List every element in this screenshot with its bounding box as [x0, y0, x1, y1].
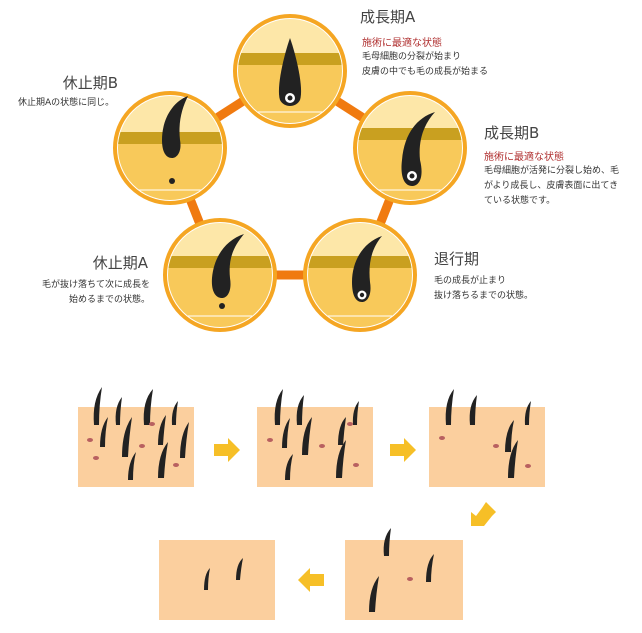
arrow-right-icon — [214, 438, 240, 462]
stage-circle-growth-b — [353, 91, 467, 205]
density-panel-4 — [345, 528, 463, 620]
stage-circle-rest-a — [163, 218, 277, 332]
hair-strand — [352, 236, 382, 302]
stage-desc-rest-a: 毛が抜け落ちて次に成長を 始めるまでの状態。 — [41, 280, 150, 305]
stage-highlight-growth-b: 施術に最適な状態 — [484, 152, 564, 163]
stage-desc-growth-b: 毛母細胞が活発に分裂し始め、毛 がより成長し、皮膚表面に出てき ている状態です。 — [484, 166, 620, 206]
density-panel-1 — [78, 387, 194, 487]
stage-desc-regression: 毛の成長が止まり 抜け落ちるまでの状態。 — [434, 276, 534, 301]
stage-desc-growth-a: 毛母細胞の分裂が始まり 皮膚の中でも毛の成長が始まる — [362, 52, 489, 77]
hair-bulb — [278, 38, 302, 106]
density-panel-2 — [257, 389, 373, 487]
density-panel-3 — [429, 389, 545, 487]
stage-title-rest-a: 休止期A — [92, 254, 148, 272]
hair-strand — [401, 112, 435, 186]
arrow-left-icon — [298, 568, 324, 592]
stage-circle-growth-a — [233, 14, 347, 128]
stage-title-regression: 退行期 — [434, 250, 480, 268]
hair-strand — [162, 96, 188, 158]
arrow-down-left-icon — [471, 502, 496, 526]
stage-circle-rest-b — [113, 91, 227, 205]
hair-strand — [211, 234, 244, 298]
stage-title-growth-b: 成長期B — [484, 124, 540, 142]
stage-title-rest-b: 休止期B — [62, 74, 118, 92]
arrow-right-icon — [390, 438, 416, 462]
stage-desc-rest-b: 休止期Aの状態に同じ。 — [18, 98, 115, 108]
stage-title-growth-a: 成長期A — [360, 8, 416, 26]
density-panel-5 — [159, 540, 275, 620]
stage-highlight-growth-a: 施術に最適な状態 — [362, 38, 442, 49]
stage-circle-regression — [303, 218, 417, 332]
